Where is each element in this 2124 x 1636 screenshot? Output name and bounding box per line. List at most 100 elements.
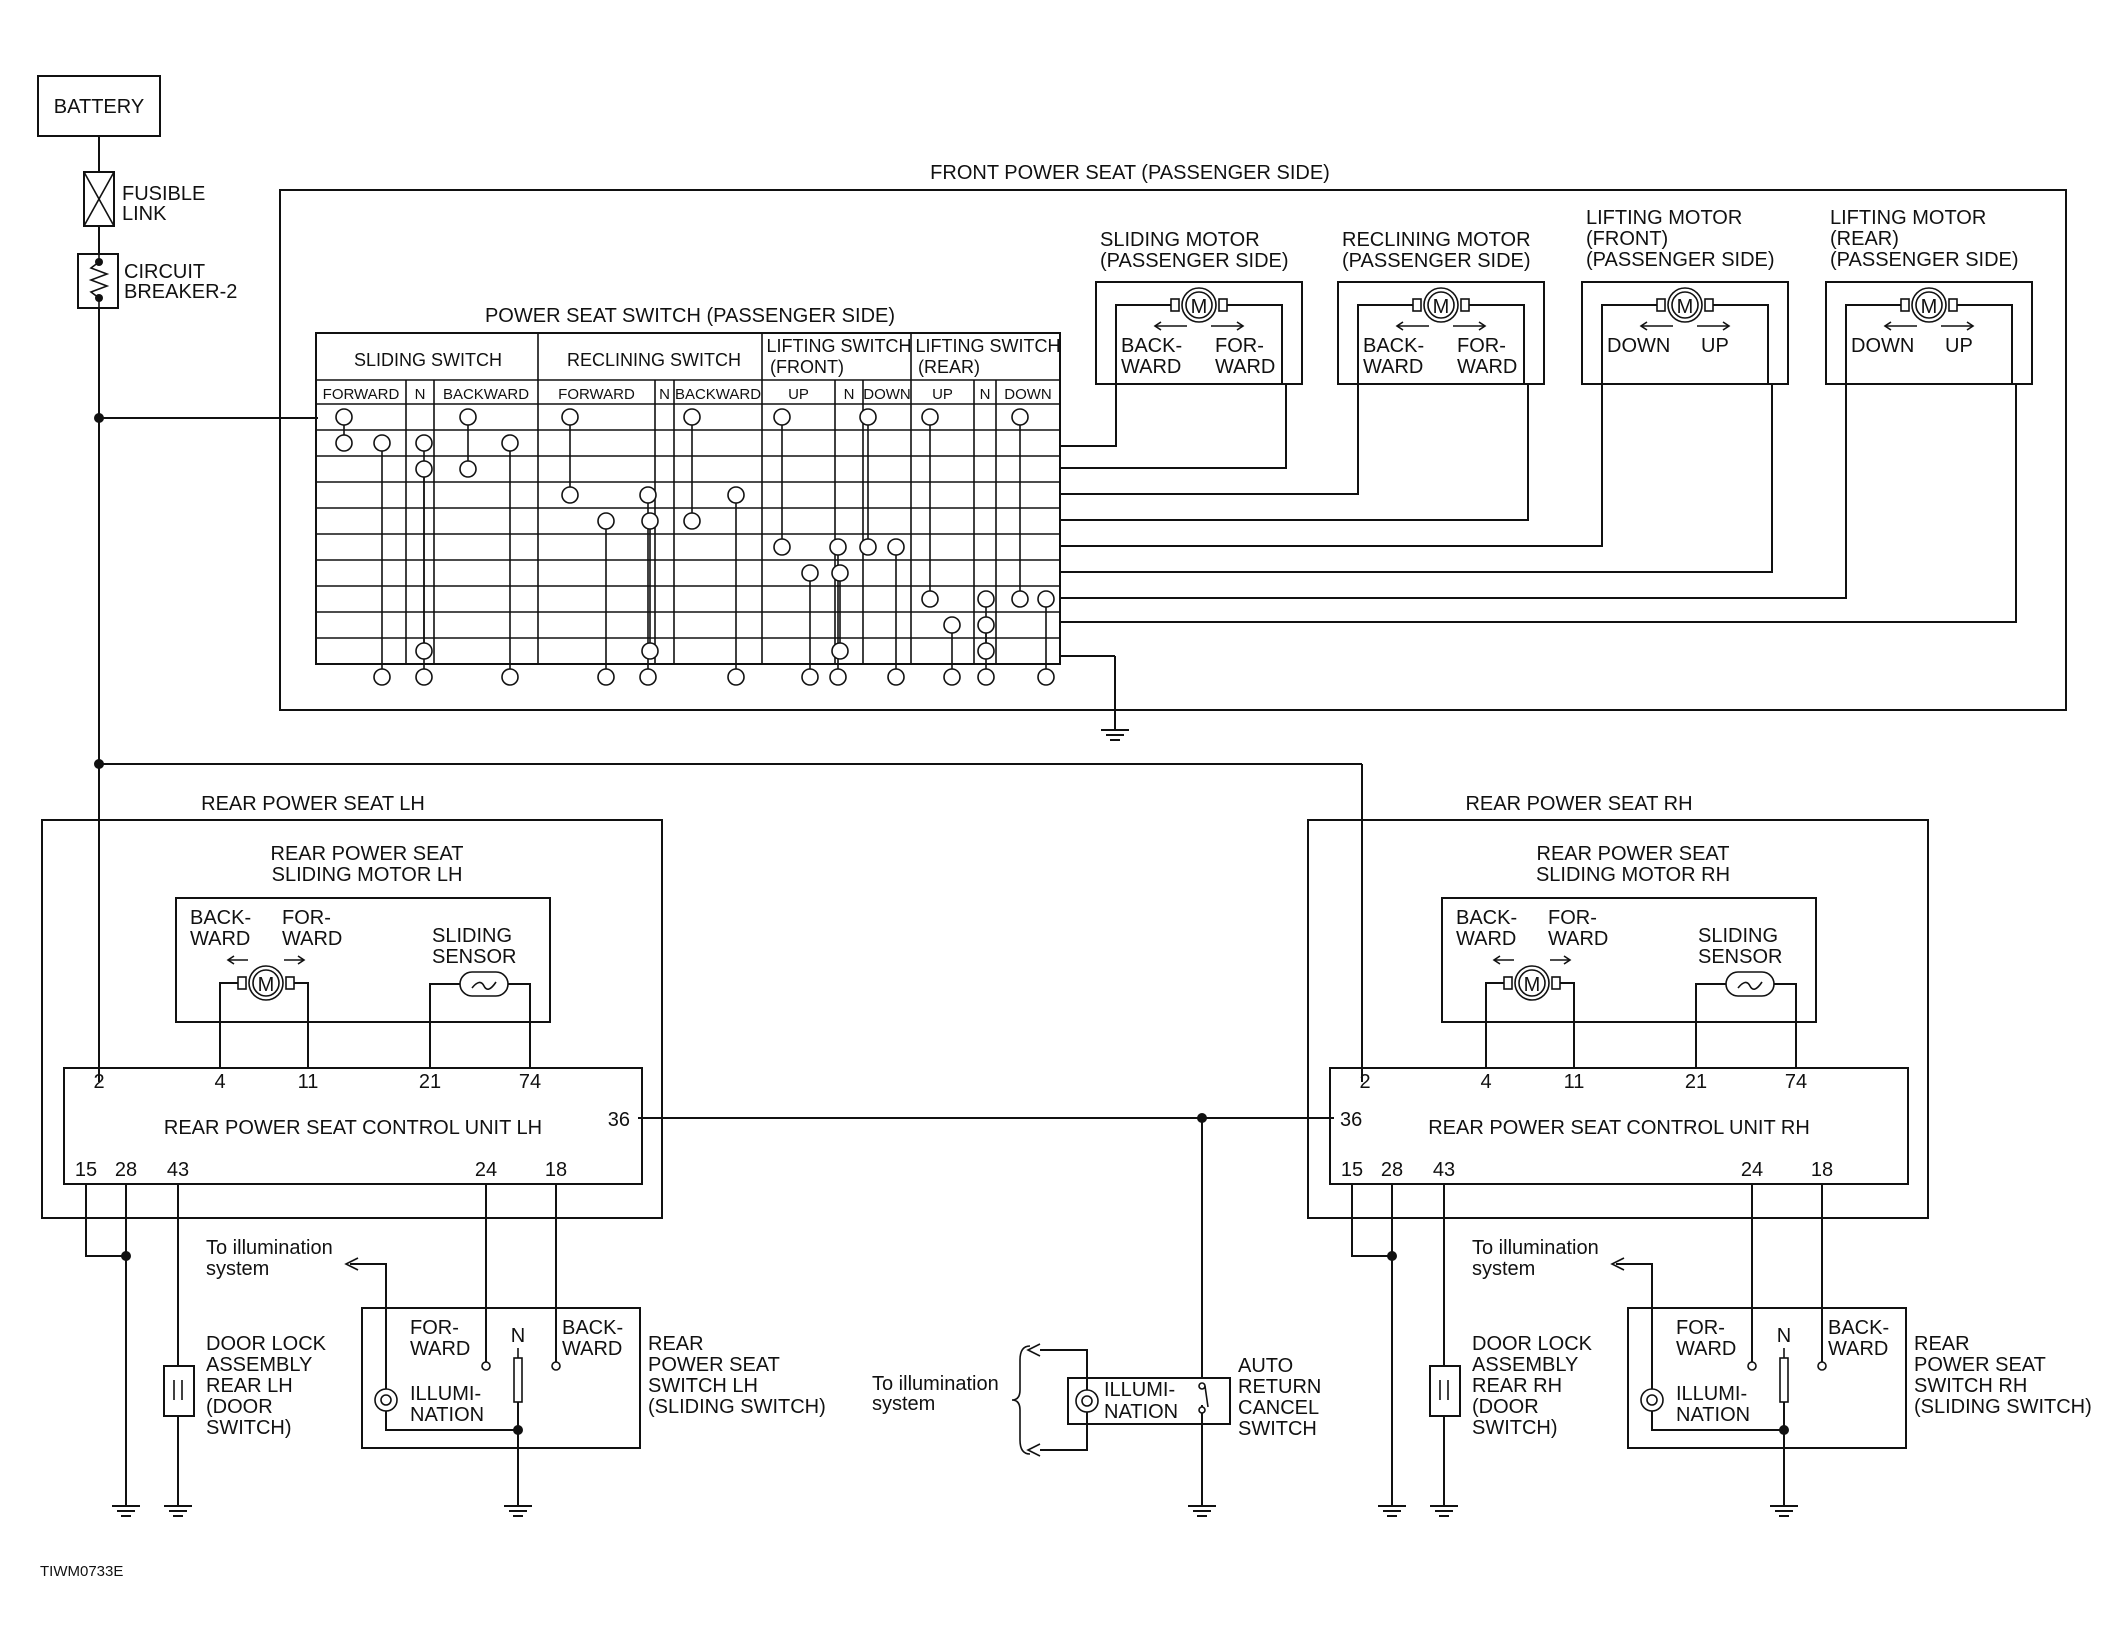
auto-return-label-3: CANCEL <box>1238 1397 1319 1419</box>
pin-top-2: 2 <box>1359 1071 1370 1093</box>
illumination-lamp-icon <box>1640 1388 1664 1412</box>
control-unit-label: REAR POWER SEAT CONTROL UNIT LH <box>164 1117 542 1139</box>
motor-2-right-1: FOR- <box>1457 335 1506 357</box>
switch-title: POWER SEAT SWITCH (PASSENGER SIDE) <box>485 305 895 327</box>
control-unit-box <box>1329 1067 1909 1185</box>
pin-bottom-15: 15 <box>1341 1159 1363 1181</box>
group-lifting-rear: LIFTING SWITCH <box>916 336 1061 356</box>
front-seat-box <box>279 189 2067 711</box>
pin-bottom-18: 18 <box>1811 1159 1833 1181</box>
switch-forward-2: WARD <box>1676 1338 1736 1360</box>
switch-backward-2: WARD <box>1828 1338 1888 1360</box>
door-lock-label-1: DOOR LOCK <box>206 1333 327 1355</box>
switch-forward-2: WARD <box>410 1338 470 1360</box>
motor-1-box <box>1095 281 1303 385</box>
motor-1-left-2: WARD <box>1121 356 1181 378</box>
motor-1-symbol: M <box>1170 287 1228 323</box>
contact-14b <box>801 668 819 686</box>
col-header-10: UP <box>932 386 953 403</box>
switch-backward-2: WARD <box>562 1338 622 1360</box>
auto-return-illum-2: NATION <box>1104 1401 1178 1423</box>
switch-label-4: (SLIDING SWITCH) <box>1914 1396 2092 1418</box>
figure-id: TIWM0733E <box>40 1563 123 1580</box>
out-wire-6 <box>1060 384 1773 573</box>
auto-return-illum-1: ILLUMI- <box>1104 1379 1175 1401</box>
contact-5a <box>459 408 477 426</box>
illum-to-1: To illumination <box>206 1237 333 1259</box>
rear-backward-1: BACK- <box>190 907 251 929</box>
rear-sensor-1: SLIDING <box>1698 925 1778 947</box>
pin-top-4: 4 <box>214 1071 225 1093</box>
contact-14a <box>801 564 819 582</box>
contact-18b <box>887 668 905 686</box>
fusible-link-label-1: FUSIBLE <box>122 183 205 205</box>
battery: BATTERY <box>37 75 161 137</box>
motor-2: RECLINING MOTOR(PASSENGER SIDE)MBACK-WAR… <box>1337 229 1545 385</box>
switch-label-3: SWITCH LH <box>648 1375 758 1397</box>
motor-2-symbol: M <box>1412 287 1470 323</box>
switch-n-element <box>1779 1357 1789 1403</box>
door-lock-label-4: (DOOR <box>1472 1396 1539 1418</box>
auto-return-cancel-switch: ILLUMI- NATION AUTO RETURN CANCEL SWITCH… <box>872 1343 1321 1457</box>
group-lifting-front-sub: (FRONT) <box>770 357 844 377</box>
contact-15a <box>829 538 847 556</box>
motor-3-right-1: UP <box>1701 335 1729 357</box>
motor-3-left-1: DOWN <box>1607 335 1670 357</box>
pin-top-2: 2 <box>93 1071 104 1093</box>
ground-15-28 <box>112 1505 140 1517</box>
ground-15-28 <box>1378 1505 1406 1517</box>
group-sliding: SLIDING SWITCH <box>354 350 502 370</box>
switch-forward-1: FOR- <box>1676 1317 1725 1339</box>
motor-3: LIFTING MOTOR(FRONT)(PASSENGER SIDE)MDOW… <box>1581 207 1789 385</box>
contact-21b <box>977 668 995 686</box>
contact-3a <box>415 434 433 452</box>
rear-forward-2: WARD <box>1548 928 1608 950</box>
motor-4-left-1: DOWN <box>1851 335 1914 357</box>
motor-2-box <box>1337 281 1545 385</box>
rear-forward-1: FOR- <box>1548 907 1597 929</box>
fusible-link: FUSIBLE LINK <box>83 171 205 227</box>
col-header-7: UP <box>788 386 809 403</box>
switch-illum-2: NATION <box>410 1404 484 1426</box>
col-header-4: FORWARD <box>558 386 635 403</box>
rear-sensor-2: SENSOR <box>1698 946 1782 968</box>
ground-front <box>1101 729 1129 741</box>
rear-motor-title-1: REAR POWER SEAT <box>1537 843 1730 865</box>
sliding-switch-box <box>1627 1307 1907 1449</box>
motor-3-title-2: (FRONT) <box>1586 228 1668 250</box>
rear-outer-box <box>41 819 663 1219</box>
sliding-sensor-icon <box>459 971 509 997</box>
circuit-breaker: CIRCUIT BREAKER-2 <box>77 253 237 309</box>
ground-43 <box>1430 1505 1458 1517</box>
motor-3-title-3: (PASSENGER SIDE) <box>1586 249 1775 271</box>
motor-2-right-2: WARD <box>1457 356 1517 378</box>
auto-return-label-1: AUTO <box>1238 1355 1293 1377</box>
illum-to-1: To illumination <box>1472 1237 1599 1259</box>
contact-20a <box>943 616 961 634</box>
auto-return-illum-to-2: system <box>872 1393 935 1415</box>
pin-top-4: 4 <box>1480 1071 1491 1093</box>
contact-16a <box>831 564 849 582</box>
contact-12a <box>727 486 745 504</box>
pin-bottom-15: 15 <box>75 1159 97 1181</box>
pin-bottom-28: 28 <box>1381 1159 1403 1181</box>
pin-bottom-18: 18 <box>545 1159 567 1181</box>
pin-top-11: 11 <box>1564 1071 1585 1093</box>
motor-3-title-1: LIFTING MOTOR <box>1586 207 1742 229</box>
illum-to-2: system <box>206 1258 269 1280</box>
fusible-link-label-2: LINK <box>122 203 167 225</box>
pin-top-11: 11 <box>298 1071 319 1093</box>
pin-bottom-43: 43 <box>1433 1159 1455 1181</box>
motor-1-symbol-glyph: M <box>1191 296 1208 318</box>
door-switch-icon <box>163 1365 195 1417</box>
group-lifting-front: LIFTING SWITCH <box>767 336 912 356</box>
rear-forward-1: FOR- <box>282 907 331 929</box>
circuit-breaker-label-1: CIRCUIT <box>124 261 205 283</box>
motor-4-title-3: (PASSENGER SIDE) <box>1830 249 2019 271</box>
out-wire-2 <box>1060 384 1287 469</box>
out-wire-8 <box>1060 384 2017 623</box>
motor-4-title-2: (REAR) <box>1830 228 1899 250</box>
contact-3b <box>415 668 433 686</box>
illum-to-2: system <box>1472 1258 1535 1280</box>
